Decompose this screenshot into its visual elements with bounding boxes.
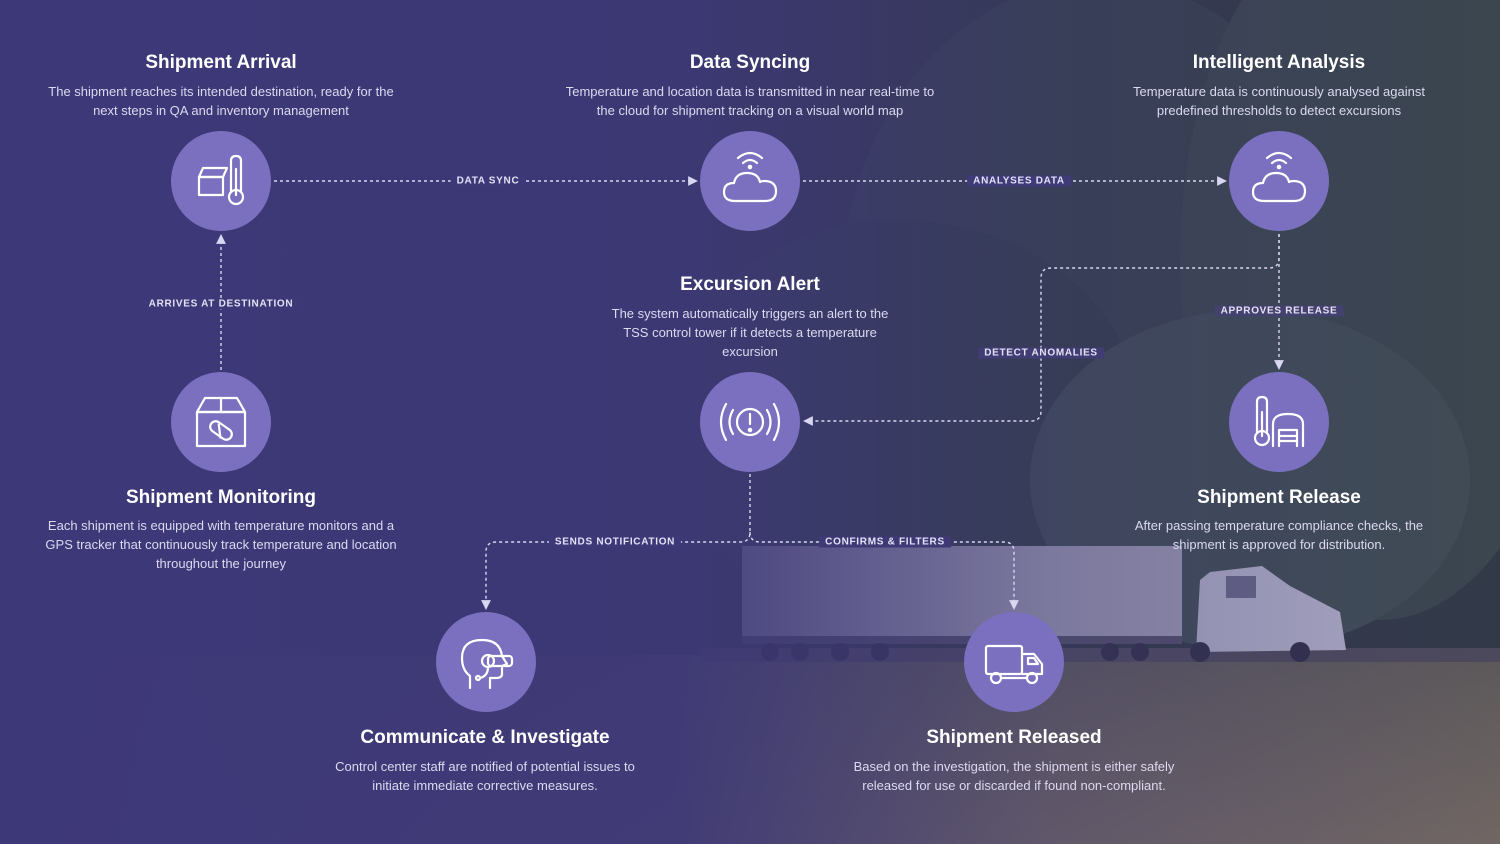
- connector-label-confirms-filters: CONFIRMS & FILTERS: [819, 536, 951, 548]
- cloud-signal-icon: [722, 151, 778, 203]
- shipment-released-description: Based on the investigation, the shipment…: [853, 759, 1175, 793]
- connector-label-approves-release: APPROVES RELEASE: [1214, 305, 1344, 317]
- excursion-alert-description: The system automatically triggers an ale…: [611, 306, 889, 359]
- intelligent-analysis-description: Temperature data is continuously analyse…: [1133, 84, 1425, 118]
- communicate-investigate-description: Control center staff are notified of pot…: [335, 759, 635, 793]
- thermometer-warehouse-icon: [1253, 395, 1305, 448]
- communicate-investigate-node: [436, 612, 536, 712]
- alert-broadcast-icon: [719, 402, 781, 442]
- headset-agent-icon: [460, 638, 514, 690]
- excursion-alert-node: [700, 372, 800, 472]
- connector-confirms-filters: [749, 531, 1019, 610]
- shipment-monitoring-title: Shipment Monitoring: [126, 487, 316, 508]
- shipment-released-title: Shipment Released: [926, 727, 1102, 748]
- shipment-release-node: [1229, 372, 1329, 472]
- communicate-investigate-title: Communicate & Investigate: [360, 727, 610, 748]
- shipment-release-description: After passing temperature compliance che…: [1134, 518, 1424, 552]
- box-thermometer-icon: [197, 154, 245, 206]
- shipment-arrival-node: [171, 131, 271, 231]
- cloud-signal-icon: [1251, 151, 1307, 203]
- shipment-monitoring-description: Each shipment is equipped with temperatu…: [45, 518, 397, 571]
- data-syncing-title: Data Syncing: [689, 52, 811, 73]
- connector-label-data-sync: DATA SYNC: [450, 175, 526, 187]
- shipment-arrival-description: The shipment reaches its intended destin…: [48, 84, 394, 118]
- intelligent-analysis-node: [1229, 131, 1329, 231]
- connector-label-arrives-at-destination: ARRIVES AT DESTINATION: [142, 298, 300, 310]
- data-syncing-node: [700, 131, 800, 231]
- shipment-arrival-title: Shipment Arrival: [145, 52, 297, 73]
- data-syncing-description: Temperature and location data is transmi…: [565, 84, 935, 118]
- shipment-monitoring-node: [171, 372, 271, 472]
- connector-label-detect-anomalies: DETECT ANOMALIES: [978, 347, 1104, 359]
- connector-sends-notification: [481, 474, 751, 610]
- connector-detect-anomalies: [803, 234, 1280, 426]
- intelligent-analysis-title: Intelligent Analysis: [1192, 52, 1366, 73]
- connector-label-analyses-data: ANALYSES DATA: [967, 175, 1071, 187]
- package-pill-icon: [195, 396, 247, 448]
- excursion-alert-title: Excursion Alert: [680, 274, 820, 295]
- connector-label-sends-notification: SENDS NOTIFICATION: [548, 536, 682, 548]
- delivery-truck-icon: [984, 644, 1044, 685]
- shipment-release-title: Shipment Release: [1197, 487, 1361, 508]
- shipment-released-node: [964, 612, 1064, 712]
